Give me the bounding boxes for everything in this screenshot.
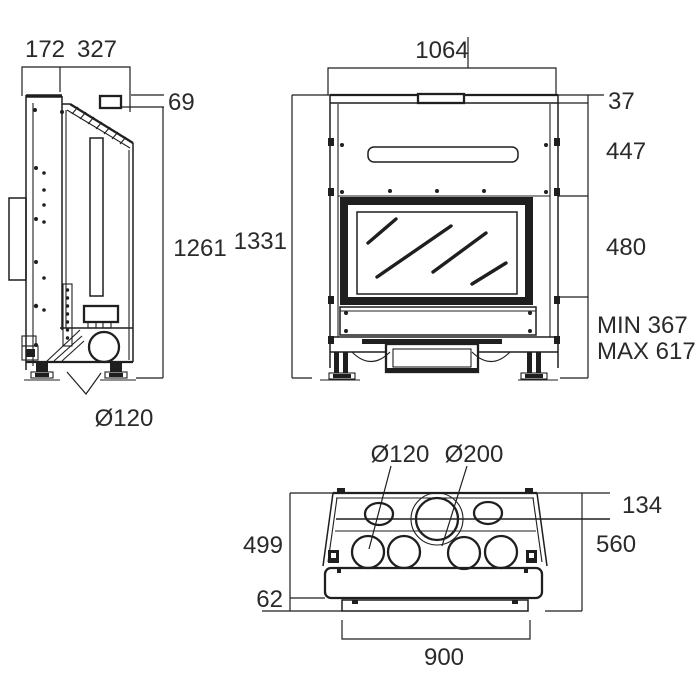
front-view: 1064 1331 bbox=[234, 37, 696, 381]
side-lower-mechanism bbox=[21, 304, 133, 364]
dim-side-height-label: 1261 bbox=[173, 235, 226, 262]
dim-plan-body-depth: 499 bbox=[243, 532, 283, 559]
glass-pane bbox=[356, 211, 518, 295]
dim-side-flue-step-label: 69 bbox=[168, 89, 195, 116]
front-left-foot bbox=[328, 352, 356, 380]
dim-plan-front-lip: 62 bbox=[256, 586, 283, 613]
plan-flue-collar bbox=[410, 492, 464, 546]
dim-plan-flue-label: Ø200 bbox=[445, 441, 504, 468]
side-flue-spigot bbox=[98, 94, 123, 110]
dim-front-base-min: MIN 367 bbox=[597, 312, 688, 339]
dim-plan-left-stack: 499 62 bbox=[243, 493, 342, 613]
dim-side-height: 1261 bbox=[136, 107, 227, 379]
plan-front-trim bbox=[323, 566, 544, 612]
dim-side-flue-step: 69 bbox=[122, 89, 195, 116]
front-screw-dots bbox=[340, 143, 548, 194]
dim-plan-flue-offset: 134 bbox=[622, 492, 662, 519]
front-right-foot bbox=[520, 352, 548, 380]
dim-side-outlet: Ø120 bbox=[66, 371, 154, 432]
front-drawer bbox=[362, 339, 502, 374]
side-inner-slot bbox=[89, 137, 104, 297]
dim-front-height-label: 1331 bbox=[234, 228, 287, 255]
glass-door-frame bbox=[340, 197, 533, 305]
front-glass-door bbox=[340, 197, 533, 305]
dim-plan-ducts: Ø120 Ø200 bbox=[368, 441, 504, 550]
plan-lower-bar bbox=[341, 599, 529, 612]
slope-hatching bbox=[71, 106, 127, 145]
dim-plan-outlet-label: Ø120 bbox=[371, 441, 430, 468]
side-body bbox=[8, 94, 136, 381]
dim-front-width: 1064 bbox=[327, 37, 557, 95]
plan-outlet-left bbox=[363, 501, 395, 527]
plan-view: Ø120 Ø200 bbox=[243, 441, 662, 671]
side-rear-bracket bbox=[8, 197, 27, 281]
dim-front-glass-opening: 480 bbox=[606, 234, 646, 261]
dim-plan-base-width-label: 900 bbox=[424, 644, 464, 671]
side-view: 172 327 69 1261 bbox=[8, 36, 227, 432]
dim-front-right-stack: 37 447 480 MIN 367 MAX 617 bbox=[558, 88, 696, 379]
glass-reflection-lines bbox=[366, 217, 508, 286]
dim-side-depth-back: 172 bbox=[25, 36, 65, 63]
side-feet bbox=[24, 360, 136, 381]
plan-outlet-right bbox=[472, 500, 504, 526]
dim-front-top-flange: 37 bbox=[608, 88, 635, 115]
dim-front-height: 1331 bbox=[234, 94, 330, 379]
side-fan-circle bbox=[87, 330, 121, 364]
plan-body bbox=[290, 488, 610, 567]
dim-plan-base-width: 900 bbox=[341, 620, 531, 671]
side-perforated-column bbox=[62, 283, 73, 347]
dim-plan-right-stack: 134 560 bbox=[545, 492, 662, 612]
plan-flue-circle bbox=[414, 496, 460, 542]
front-upper-slot bbox=[367, 146, 519, 163]
plan-duct-circles bbox=[350, 492, 519, 571]
front-body bbox=[328, 92, 560, 368]
dim-front-width-label: 1064 bbox=[415, 37, 468, 64]
dim-front-base-max: MAX 617 bbox=[597, 338, 696, 365]
dim-side-depths: 172 327 bbox=[21, 36, 131, 112]
front-flange-tabs bbox=[328, 138, 560, 344]
front-sill-band bbox=[339, 306, 537, 336]
front-top-vent bbox=[416, 92, 466, 105]
dim-side-outlet-label: Ø120 bbox=[95, 405, 154, 432]
side-screw-dots bbox=[33, 108, 64, 347]
dim-front-upper-section: 447 bbox=[606, 138, 646, 165]
dim-side-depth-front: 327 bbox=[77, 36, 117, 63]
dim-plan-total-depth: 560 bbox=[596, 531, 636, 558]
front-base bbox=[320, 306, 558, 381]
